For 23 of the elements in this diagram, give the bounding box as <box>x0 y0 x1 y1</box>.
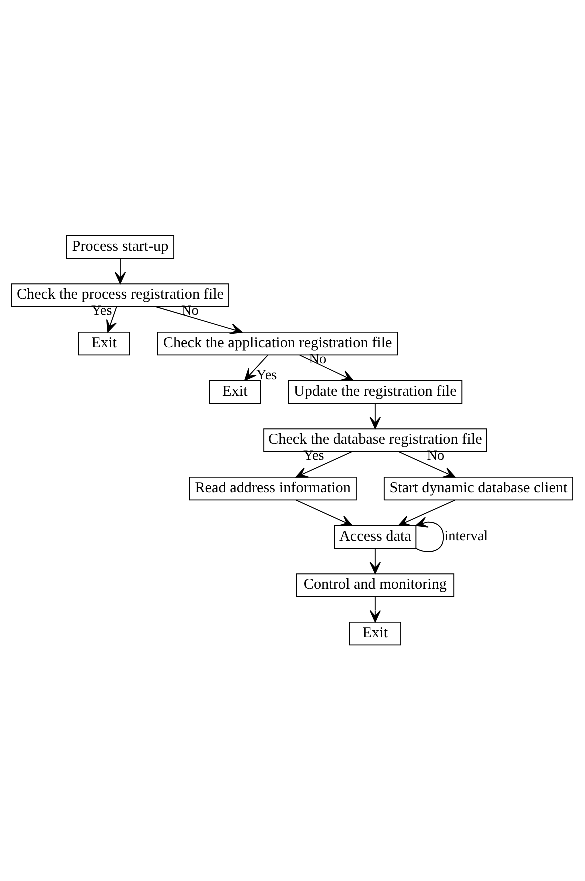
node-box: Exit <box>349 622 402 646</box>
node-box: Start dynamic database client <box>384 476 574 501</box>
edge-label: interval <box>444 528 488 544</box>
arrow <box>398 500 456 526</box>
node-box: Process start-up <box>66 235 174 260</box>
node-box: Access data <box>334 525 417 550</box>
node-box: Exit <box>78 332 130 356</box>
arrow <box>296 500 353 526</box>
arrow <box>244 355 268 381</box>
arrow <box>114 258 126 284</box>
arrow <box>106 306 118 333</box>
node-box: Read address information <box>189 476 357 501</box>
arrow <box>398 452 456 478</box>
arrow <box>370 596 382 623</box>
arrow <box>156 306 243 335</box>
arrow <box>296 452 353 478</box>
node-box: Control and monitoring <box>296 574 455 598</box>
node-box: Exit <box>209 380 262 404</box>
node-box: Update the registration file <box>288 380 463 404</box>
arrow <box>370 548 382 574</box>
arrow <box>370 403 382 430</box>
arrow <box>299 354 354 382</box>
arrow <box>416 517 444 552</box>
